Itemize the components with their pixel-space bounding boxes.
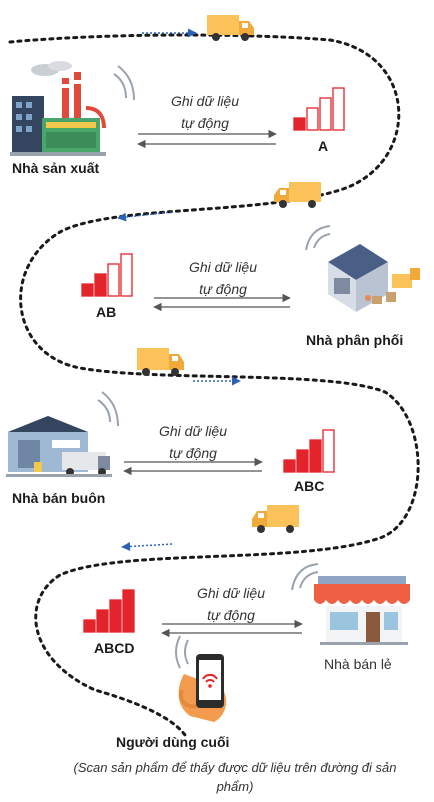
wifi-icon [97,391,119,427]
signal-bar-empty [107,263,120,297]
stage-name-distributor: Nhà phân phối [306,332,404,348]
record-label-line1: Ghi dữ liệu [196,585,266,601]
record-label-3: Ghi dữ liệu tự động [138,420,248,464]
wifi-icon [291,563,319,591]
stage-name-retailer: Nhà bán lẻ [324,656,392,672]
wifi-icon [175,635,189,669]
signal-bar-filled [283,459,296,473]
signal-bar-empty [322,429,335,473]
signal-bar-filled [309,439,322,473]
record-arrows [123,129,303,638]
shop-icon [314,576,410,645]
signal-bar-empty [306,107,319,131]
record-label-line2: tự động [181,115,229,131]
wifi-icon [305,225,331,251]
signal-bar-filled [96,609,109,633]
signal-bar-filled [293,117,306,131]
truck-icon [274,182,321,208]
record-label-1: Ghi dữ liệu tự động [150,90,260,134]
wifi-icon [113,65,135,101]
signal-bars-icon [283,429,335,473]
record-label-line2: tự động [169,445,217,461]
truck-icon [252,505,299,533]
factory-icon [10,61,106,156]
warehouse-icon [328,244,420,312]
warehouse-icon [6,416,112,477]
record-label-line2: tự động [207,607,255,623]
record-label-line1: Ghi dữ liệu [188,259,258,275]
signal-bar-empty [319,97,332,131]
signal-bar-filled [94,273,107,297]
stage-name-wholesaler: Nhà bán buôn [12,490,106,506]
record-label-line2: tự động [199,281,247,297]
stage-code-abc: ABC [294,478,325,494]
signal-bars-icon [81,253,133,297]
signal-bar-filled [296,449,309,473]
truck-icon [207,15,254,41]
phone-icon [178,654,227,722]
stage-code-abcd: ABCD [94,640,135,656]
stage-code-a: A [318,138,329,154]
end-user-title: Người dùng cuối [116,734,230,750]
signal-bar-filled [122,589,135,633]
direction-arrow [117,211,173,222]
signal-bar-filled [109,599,122,633]
record-label-line1: Ghi dữ liệu [170,93,240,109]
end-user-note: (Scan sản phẩm để thấy được dữ liệu trên… [73,760,397,794]
signal-bars-icon [293,87,345,131]
record-label-4: Ghi dữ liệu tự động [176,582,286,626]
signal-bar-empty [120,253,133,297]
stage-name-producer: Nhà sản xuất [12,160,100,176]
signal-bar-filled [83,619,96,633]
signal-bar-empty [332,87,345,131]
record-label-2: Ghi dữ liệu tự động [168,256,278,300]
truck-icon [137,348,184,376]
signal-bar-filled [81,283,94,297]
direction-arrow [121,542,173,552]
record-label-line1: Ghi dữ liệu [158,423,228,439]
stage-code-ab: AB [96,304,117,320]
signal-bars-icon [83,589,135,633]
